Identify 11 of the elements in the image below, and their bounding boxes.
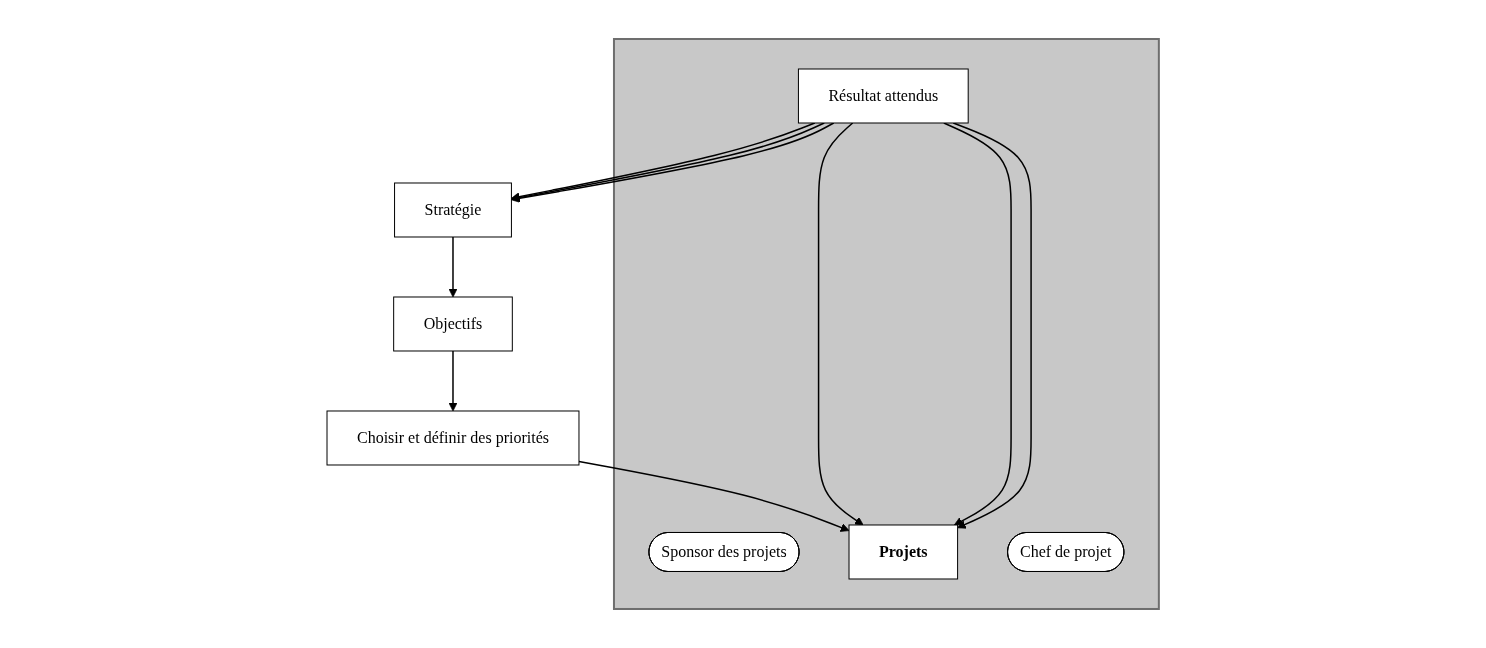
arrow xyxy=(448,236,458,298)
node-box: Projets xyxy=(848,524,959,580)
node-box: Choisir et définir des priorités xyxy=(326,410,580,466)
node-box: Stratégie xyxy=(394,182,512,238)
node-box: Résultat attendus xyxy=(798,68,969,124)
arrow xyxy=(578,460,850,532)
node-box: Objectifs xyxy=(393,296,513,352)
arrow xyxy=(943,122,1012,526)
arrow xyxy=(817,122,864,526)
arrow xyxy=(448,350,458,412)
cluster xyxy=(613,38,1160,610)
